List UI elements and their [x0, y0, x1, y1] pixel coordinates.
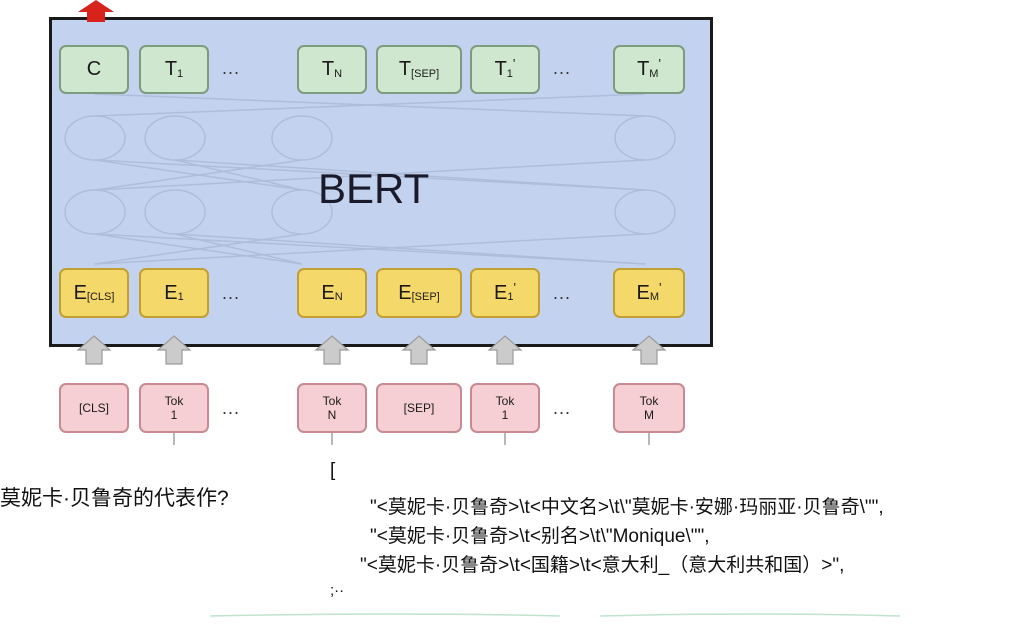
output-node-label: C — [86, 58, 102, 80]
token-node-label: Tok — [322, 394, 342, 408]
ellipsis: ... — [222, 58, 241, 78]
token-node-label: [CLS] — [78, 401, 109, 415]
token-node-tok1: Tok 1 — [139, 383, 209, 433]
up-arrow-icon — [314, 335, 350, 365]
up-arrow-icon — [487, 335, 523, 365]
up-arrow-icon — [631, 335, 667, 365]
embedding-node-cls: E[CLS] — [59, 268, 129, 318]
embedding-node-label: E — [164, 281, 178, 304]
triple-line: "<莫妮卡·贝鲁奇>\t<中文名>\t\"莫妮卡·安娜·玛丽亚·贝鲁奇\"", — [370, 497, 884, 518]
output-node-prime: ' — [658, 56, 661, 71]
open-bracket: [ — [330, 460, 336, 481]
output-node-subscript: N — [334, 67, 343, 80]
output-node-subscript: M — [649, 67, 659, 80]
token-node-tokm: Tok M — [613, 383, 685, 433]
ellipsis: ... — [553, 283, 572, 303]
bottom-decoration — [209, 613, 901, 617]
token-node-label: Tok — [164, 394, 184, 408]
bert-label: BERT — [318, 165, 430, 212]
token-node-index: 1 — [501, 408, 509, 422]
embedding-node-subscript: [CLS] — [86, 291, 115, 303]
output-node-label: T — [164, 58, 178, 80]
ellipsis: ... — [222, 283, 241, 303]
ellipsis: ... — [553, 58, 572, 78]
embedding-node-subscript: M — [649, 291, 660, 303]
token-node-index: M — [644, 408, 654, 422]
token-node-index: 1 — [170, 408, 178, 422]
token-node-cls: [CLS] — [59, 383, 129, 433]
ellipsis: ... — [553, 398, 572, 418]
output-node-prime: ' — [512, 56, 516, 71]
embedding-node-label: E — [636, 281, 650, 304]
embedding-node-label: E — [321, 281, 335, 304]
trailing-marks: ;·· — [330, 582, 345, 599]
token-node-sep: [SEP] — [376, 383, 462, 433]
question-text: 莫妮卡·贝鲁奇的代表作? — [0, 487, 229, 510]
output-node-label: T — [321, 58, 335, 80]
up-arrow-icon — [156, 335, 192, 365]
triple-line: "<莫妮卡·贝鲁奇>\t<别名>\t\"Monique\"", — [370, 526, 710, 547]
output-node-subscript: 1 — [506, 67, 513, 80]
output-node-tsep: T[SEP] — [376, 45, 462, 94]
output-node-subscript: 1 — [177, 67, 184, 80]
triple-line: "<莫妮卡·贝鲁奇>\t<国籍>\t<意大利_（意大利共和国）>", — [360, 555, 845, 576]
up-arrow-icon — [76, 335, 112, 365]
token-node-tok1-prime: Tok 1 — [470, 383, 540, 433]
output-node-subscript: [SEP] — [411, 67, 440, 80]
embedding-node-subscript: [SEP] — [411, 291, 440, 303]
token-node-label: Tok — [639, 394, 659, 408]
token-node-label: Tok — [495, 394, 515, 408]
embedding-node-label: E — [494, 281, 508, 304]
embedding-node-subscript: 1 — [177, 291, 184, 303]
embedding-node-subscript: 1 — [507, 291, 514, 303]
embedding-node-sep: E[SEP] — [376, 268, 462, 318]
output-arrow-icon — [78, 0, 114, 22]
output-node-label: T — [637, 58, 650, 80]
output-node-c: C — [59, 45, 129, 94]
ellipsis: ... — [222, 398, 241, 418]
embedding-node-prime: ' — [659, 279, 662, 295]
up-arrow-icon — [401, 335, 437, 365]
output-node-label: T — [398, 58, 412, 80]
embedding-node-prime: ' — [513, 279, 516, 295]
token-node-index: N — [327, 408, 337, 422]
embedding-node-label: E — [398, 281, 412, 304]
token-node-label: [SEP] — [403, 401, 435, 415]
embedding-node-label: E — [73, 281, 87, 304]
output-node-label: T — [494, 58, 507, 80]
embedding-node-subscript: N — [334, 291, 343, 303]
token-node-tokn: Tok N — [297, 383, 367, 433]
